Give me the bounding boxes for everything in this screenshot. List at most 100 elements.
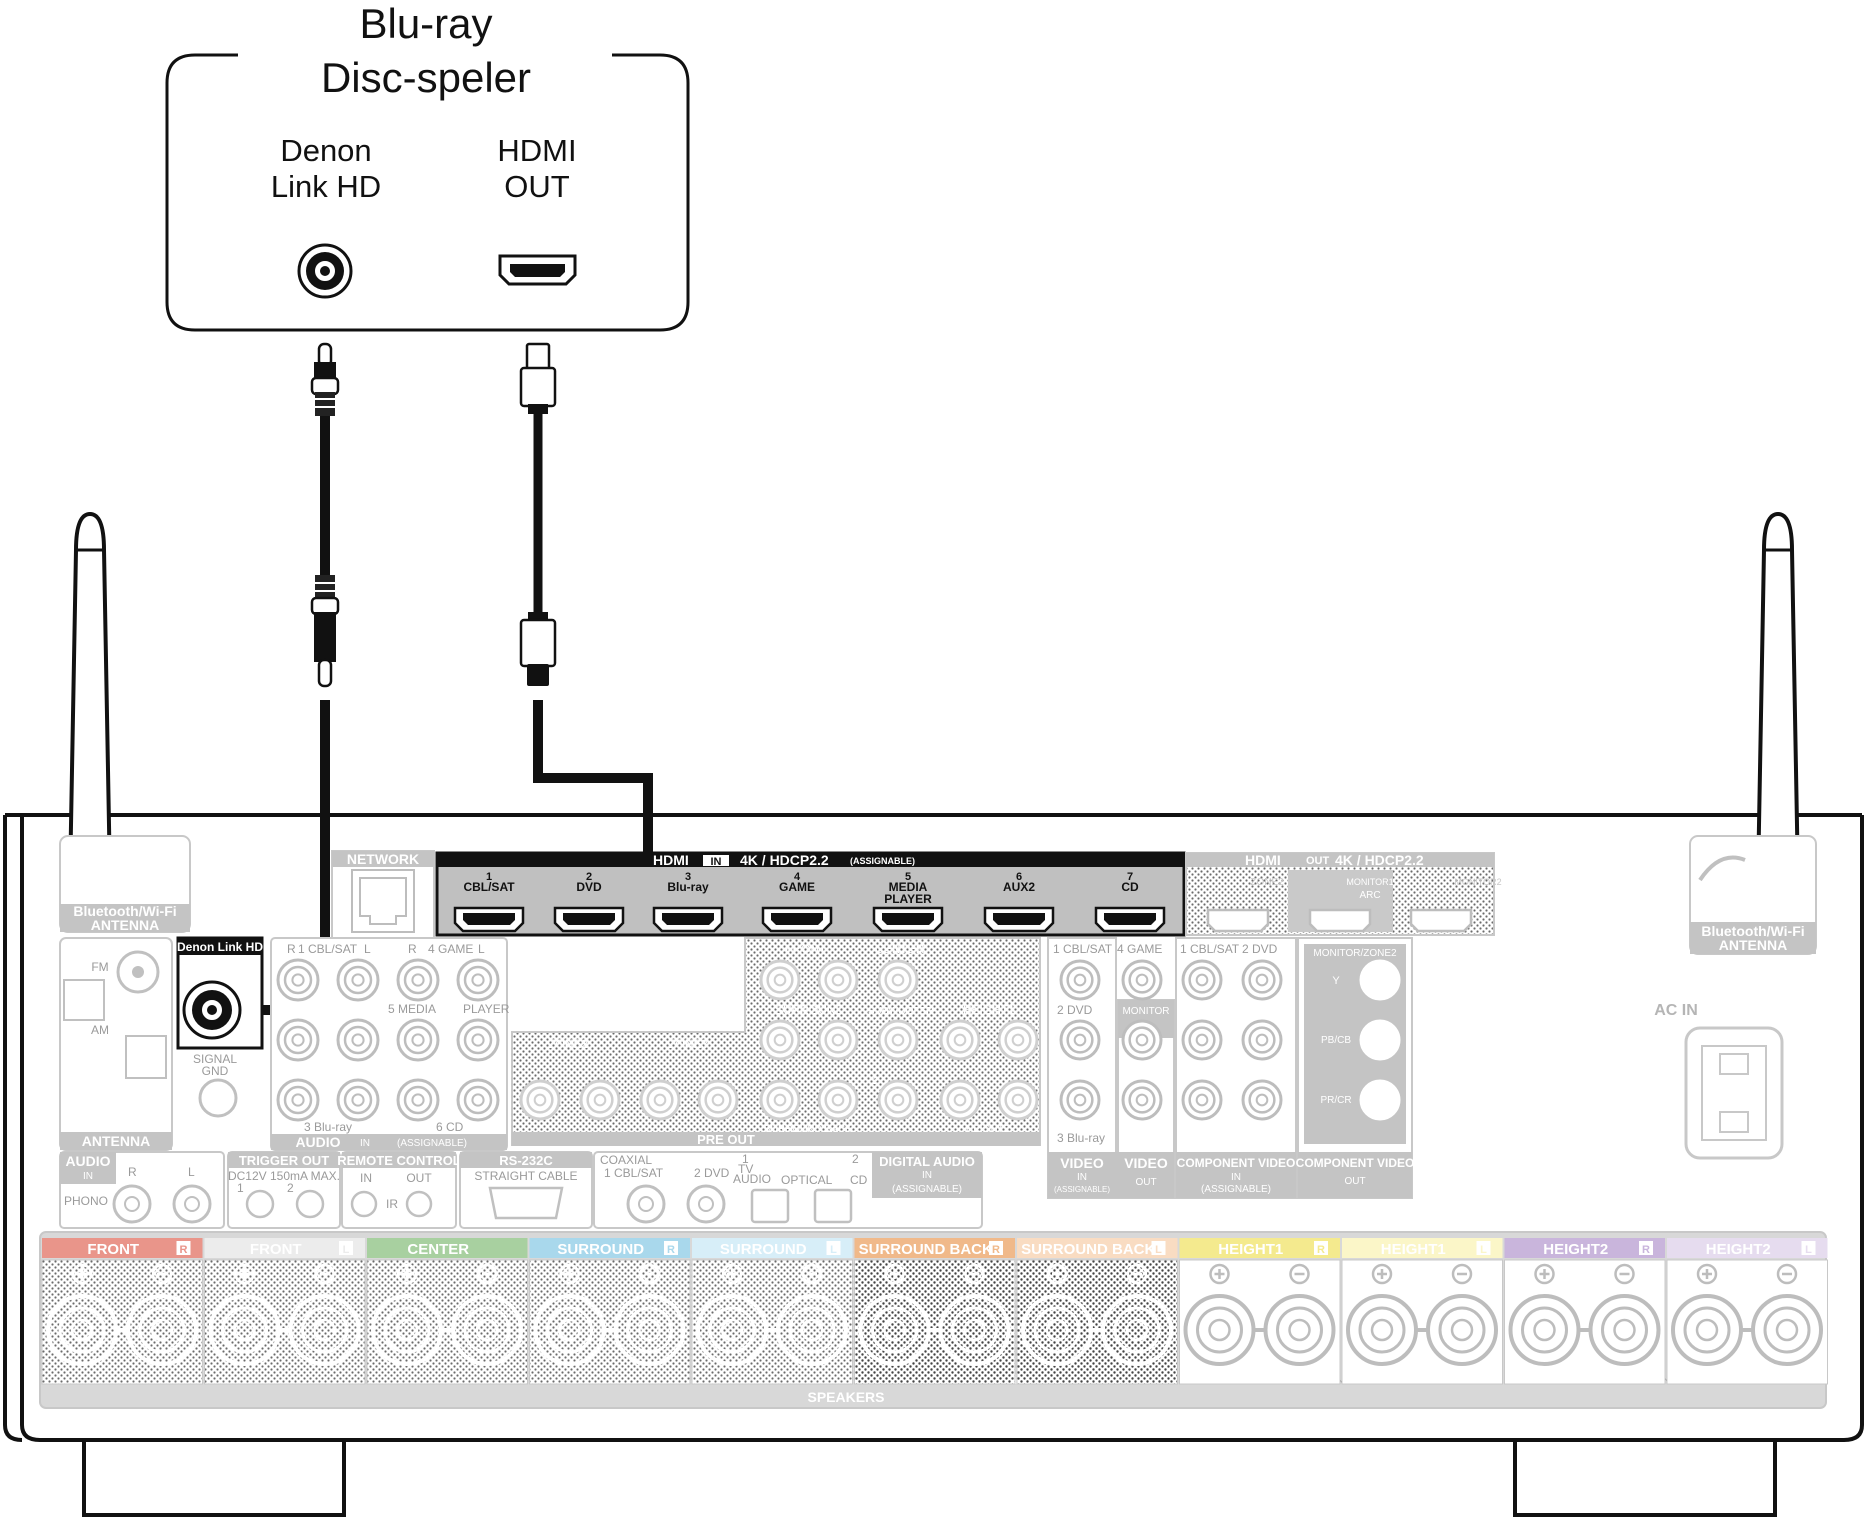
pre-surround: SURROUND bbox=[775, 1003, 845, 1017]
component-in-jack-icon bbox=[1241, 959, 1283, 1001]
hdmi-out-port-2[interactable] bbox=[1308, 908, 1372, 933]
pre-out-group: PRE OUT FRONT CENTER SURROUND SUBWOOFER … bbox=[511, 937, 1041, 1147]
speaker-terminal-icon[interactable] bbox=[1263, 1263, 1336, 1366]
speaker-terminal-icon[interactable] bbox=[1426, 1263, 1498, 1366]
speaker-terminal-icon[interactable] bbox=[1751, 1263, 1823, 1366]
audio-in-jack-icon bbox=[276, 1078, 320, 1122]
audio-in-jack-icon bbox=[276, 1018, 320, 1062]
audio-in-jack-icon bbox=[336, 1018, 380, 1062]
hdmi-out-port-3[interactable] bbox=[1409, 908, 1473, 933]
audio-l4: L bbox=[478, 942, 485, 956]
component-in-jack-icon bbox=[1241, 1079, 1283, 1121]
digital-label: DIGITAL AUDIO bbox=[879, 1154, 975, 1169]
comp-out-pr: PR/CR bbox=[1320, 1095, 1351, 1106]
video-out-badge: OUT bbox=[1135, 1177, 1156, 1188]
speaker-terminal-icon[interactable] bbox=[1183, 1263, 1256, 1366]
component-in-jack-icon bbox=[1241, 1019, 1283, 1061]
pre-out-jack-icon bbox=[759, 1019, 801, 1061]
network-label: NETWORK bbox=[347, 851, 419, 867]
audio-in-jack-icon bbox=[336, 958, 380, 1002]
pre-out-jack-icon bbox=[997, 1079, 1039, 1121]
hdmi-port-number: 4 bbox=[794, 871, 801, 883]
hdmi-out-port-icon[interactable] bbox=[498, 254, 577, 286]
audio-phono-label: AUDIO bbox=[65, 1153, 110, 1169]
speaker-terminal-icon[interactable] bbox=[1346, 1263, 1418, 1366]
audio-media: 5 MEDIA bbox=[388, 1002, 436, 1016]
digital-audio: DIGITAL AUDIO IN (ASSIGNABLE) COAXIAL 1 … bbox=[593, 1151, 983, 1229]
pre-surround-back: SURROUND BACK bbox=[764, 1124, 852, 1135]
digital-dvd: 2 DVD bbox=[694, 1166, 730, 1180]
digital-cblsat: 1 CBL/SAT bbox=[604, 1166, 664, 1180]
rs232-label: RS-232C bbox=[499, 1153, 553, 1168]
antenna-left bbox=[67, 511, 113, 882]
hdmi-in-block: HDMI IN 4K / HDCP2.2 (ASSIGNABLE) 1CBL/S… bbox=[435, 851, 1186, 937]
speaker-group-name: SURROUND BACK bbox=[1021, 1241, 1155, 1258]
bt-left-label-2: ANTENNA bbox=[91, 917, 159, 933]
network-port: NETWORK bbox=[331, 850, 435, 944]
denon-link-label: Denon Link HD bbox=[177, 940, 263, 954]
hdmi-in-port-7[interactable]: 7CD bbox=[1094, 871, 1166, 933]
video-in-assignable: (ASSIGNABLE) bbox=[1054, 1185, 1110, 1194]
hdmi-in-assignable: (ASSIGNABLE) bbox=[850, 856, 915, 866]
pre-out-jack-icon bbox=[759, 1079, 801, 1121]
speaker-group-name: SURROUND BACK bbox=[859, 1241, 993, 1258]
digital-tv: TV bbox=[738, 1162, 753, 1176]
audio-in-jack-icon bbox=[396, 1078, 440, 1122]
audio-r4: R bbox=[408, 942, 417, 956]
antenna-fm-am: ANTENNA FM AM bbox=[59, 937, 238, 1151]
video-jack-icon bbox=[1059, 959, 1101, 1001]
hdmi-in-title: HDMI bbox=[653, 852, 689, 868]
hdmi-port-number: 5 bbox=[905, 871, 911, 883]
hdmi-out-spec: 4K / HDCP2.2 bbox=[1335, 852, 1424, 868]
speaker-group-side: R bbox=[180, 1244, 188, 1256]
speaker-terminal-icon[interactable] bbox=[1508, 1263, 1581, 1366]
component-out-group: MONITOR/ZONE2 Y PB/CB PR/CR COMPONENT VI… bbox=[1296, 937, 1414, 1199]
phono-label: PHONO bbox=[64, 1194, 108, 1208]
video-bluray: 3 Blu-ray bbox=[1057, 1131, 1105, 1145]
port-label-denon-1: Denon bbox=[280, 133, 371, 168]
speaker-terminal-icon[interactable] bbox=[1588, 1263, 1661, 1366]
hdmi-port-number: 6 bbox=[1016, 871, 1022, 883]
video-out-label: VIDEO bbox=[1124, 1155, 1168, 1171]
hdmi-port-number: 3 bbox=[685, 871, 691, 883]
speaker-group-name: FRONT bbox=[87, 1241, 139, 1258]
video-dvd: 2 DVD bbox=[1057, 1003, 1093, 1017]
speaker-terminal-icon[interactable] bbox=[1671, 1263, 1743, 1366]
port-label-hdmi-2: OUT bbox=[504, 169, 570, 204]
speaker-group-name: HEIGHT2 bbox=[1543, 1241, 1608, 1258]
pre-out-jack-icon bbox=[579, 1079, 621, 1121]
hdmi-port-number: 7 bbox=[1127, 871, 1133, 883]
remote-label: REMOTE CONTROL bbox=[337, 1153, 461, 1168]
video-game: 4 GAME bbox=[1117, 942, 1162, 956]
speaker-group-side: L bbox=[830, 1244, 837, 1256]
hdmi-port-name: AUX2 bbox=[1003, 880, 1035, 894]
comp-out-y: Y bbox=[1332, 975, 1340, 987]
comp-in-cblsat: 1 CBL/SAT bbox=[1180, 942, 1240, 956]
pre-out-jack-icon bbox=[817, 1079, 859, 1121]
hdmi-out-port-1[interactable] bbox=[1206, 908, 1270, 933]
denon-link-jack-icon[interactable] bbox=[297, 243, 353, 299]
bluray-player: Blu-ray Disc-speler Denon Link HD HDMI O… bbox=[165, 0, 690, 332]
digital-opt2: 2 bbox=[852, 1152, 859, 1166]
speaker-group-name: SURROUND bbox=[557, 1241, 644, 1258]
audio-in-jack-icon bbox=[396, 958, 440, 1002]
speaker-group-name: FRONT bbox=[250, 1241, 302, 1258]
speaker-group-1: FRONT R bbox=[41, 1238, 203, 1385]
phono-r: R bbox=[128, 1165, 137, 1179]
video-zone2: ZONE2 bbox=[1128, 1133, 1165, 1145]
audio-in-jack-icon bbox=[276, 958, 320, 1002]
comp-in-badge: IN bbox=[1231, 1172, 1241, 1183]
rca-cable bbox=[212, 342, 340, 1015]
